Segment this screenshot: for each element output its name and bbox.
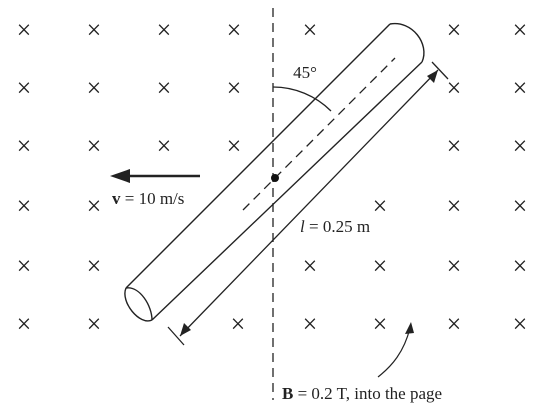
field-cross-marker: × xyxy=(513,310,528,339)
field-cross-marker: × xyxy=(17,132,32,161)
field-cross-marker: × xyxy=(17,16,32,45)
field-cross-marker: × xyxy=(227,16,242,45)
length-arrowhead-near xyxy=(180,323,191,336)
magnetic-field-markers: × × × × × × × × × × × × × × × × × × × × × × × × × × × × × × × × × × × × × xyxy=(17,16,528,339)
rod xyxy=(124,22,425,322)
rod-center-dot xyxy=(271,174,279,182)
field-cross-marker: × xyxy=(87,74,102,103)
rod-end-far xyxy=(389,22,425,63)
field-cross-marker: × xyxy=(227,74,242,103)
field-cross-marker: × xyxy=(447,16,462,45)
field-cross-marker: × xyxy=(157,74,172,103)
field-cross-marker: × xyxy=(87,310,102,339)
length-dimension xyxy=(167,61,449,346)
field-cross-marker: × xyxy=(447,310,462,339)
field-cross-marker: × xyxy=(373,192,388,221)
velocity-arrowhead xyxy=(110,169,130,183)
rod-axis-line xyxy=(242,57,396,211)
field-cross-marker: × xyxy=(87,16,102,45)
field-cross-marker: × xyxy=(447,192,462,221)
field-cross-marker: × xyxy=(17,192,32,221)
field-label: B = 0.2 T, into the page xyxy=(282,384,442,403)
field-cross-marker: × xyxy=(17,310,32,339)
field-cross-marker: × xyxy=(447,74,462,103)
length-label: l = 0.25 m xyxy=(300,217,370,236)
field-cross-marker: × xyxy=(447,252,462,281)
field-cross-marker: × xyxy=(17,74,32,103)
field-cross-marker: × xyxy=(303,252,318,281)
field-cross-marker: × xyxy=(513,252,528,281)
field-cross-marker: × xyxy=(513,132,528,161)
field-label-leader-arrowhead xyxy=(405,322,414,334)
field-cross-marker: × xyxy=(513,16,528,45)
velocity-arrow xyxy=(110,169,200,183)
field-cross-marker: × xyxy=(513,74,528,103)
velocity-label: v = 10 m/s xyxy=(112,189,184,208)
field-cross-marker: × xyxy=(227,132,242,161)
rod-end-near-face xyxy=(125,287,153,321)
field-cross-marker: × xyxy=(303,310,318,339)
angle-label: 45° xyxy=(293,63,317,82)
length-dimension-line xyxy=(179,69,439,337)
field-cross-marker: × xyxy=(17,252,32,281)
field-cross-marker: × xyxy=(157,16,172,45)
field-cross-marker: × xyxy=(373,310,388,339)
length-tick-far xyxy=(431,61,449,80)
length-arrowhead-far xyxy=(427,70,438,83)
field-cross-marker: × xyxy=(513,192,528,221)
rod-edge-upper xyxy=(125,23,391,289)
field-cross-marker: × xyxy=(373,252,388,281)
rod-end-near xyxy=(124,287,153,322)
angle-arc xyxy=(272,86,332,112)
length-tick-near xyxy=(167,326,185,346)
field-label-leader xyxy=(377,327,411,378)
field-cross-marker: × xyxy=(87,252,102,281)
field-cross-marker: × xyxy=(447,132,462,161)
field-cross-marker: × xyxy=(87,132,102,161)
field-cross-marker: × xyxy=(231,310,246,339)
field-cross-marker: × xyxy=(157,132,172,161)
rod-edge-lower xyxy=(151,61,423,321)
field-cross-marker: × xyxy=(303,16,318,45)
field-cross-marker: × xyxy=(87,192,102,221)
